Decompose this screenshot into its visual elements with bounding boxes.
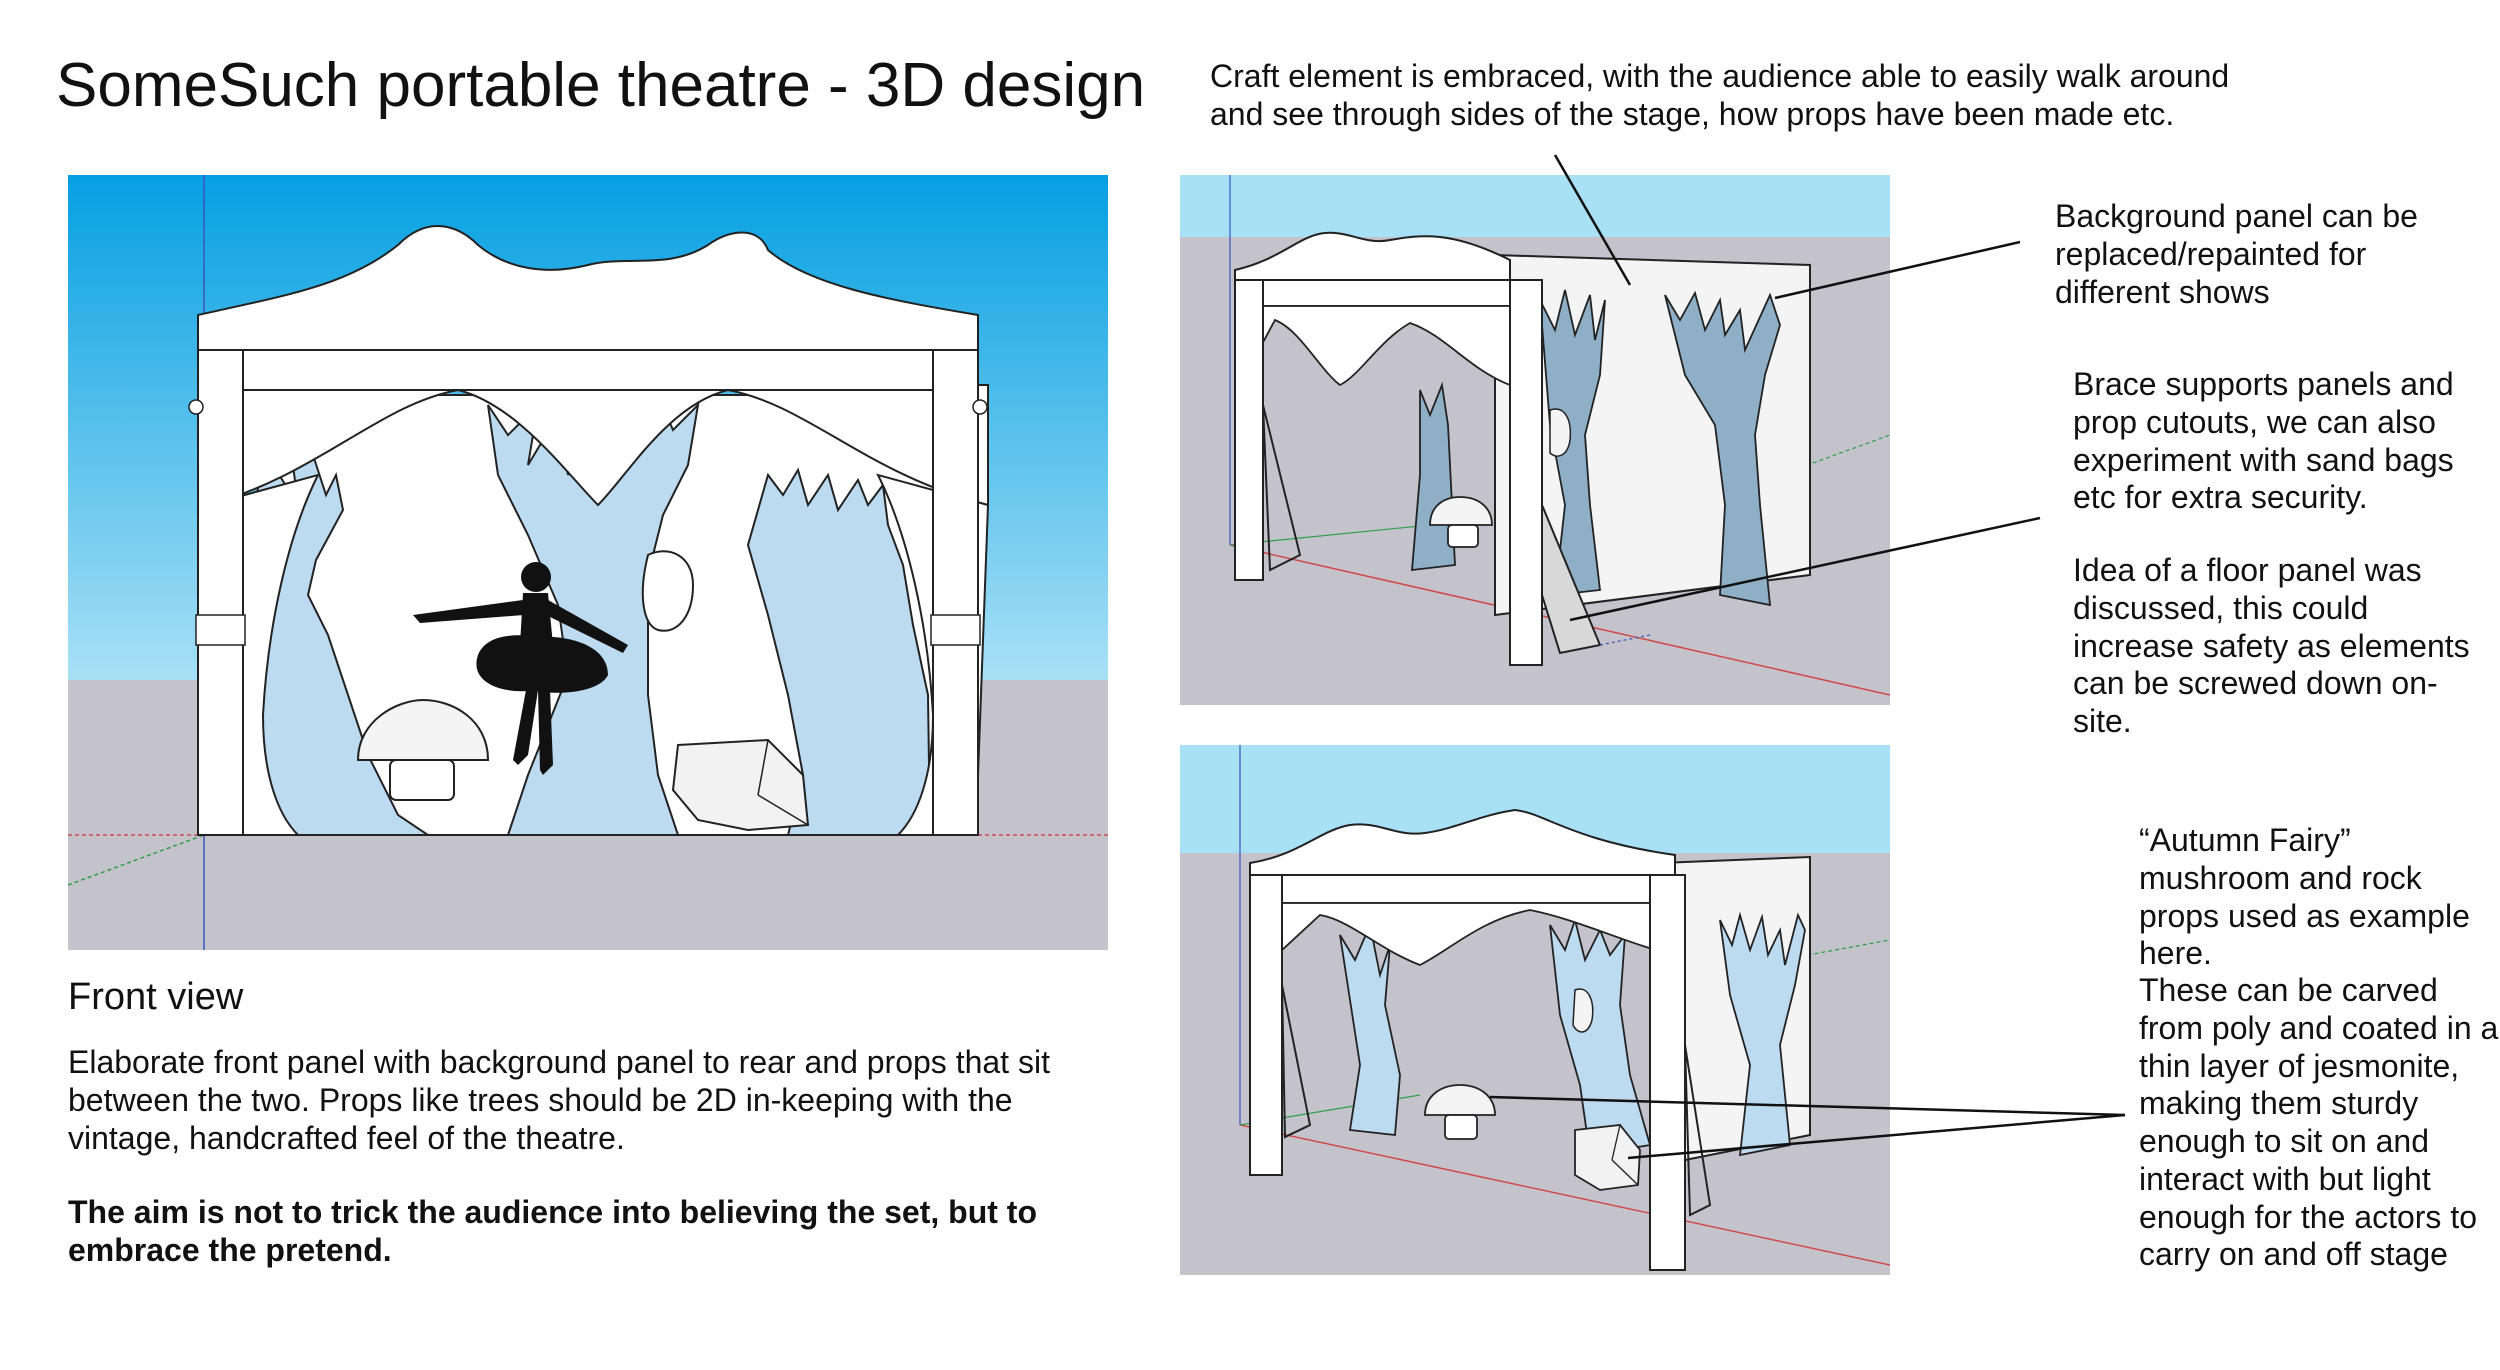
note-floor-panel: Idea of a floor panel was discussed, thi… <box>2073 552 2470 739</box>
mushroom-prop <box>356 698 490 761</box>
tree-right <box>746 467 932 836</box>
frame-top-beam <box>197 349 979 391</box>
frame-right-knob <box>972 399 988 415</box>
curtain <box>1239 305 1511 387</box>
brace-left <box>1262 404 1302 572</box>
frame-left-post <box>1249 874 1283 1176</box>
curtain <box>1254 902 1676 978</box>
side-view-render-bottom <box>1180 745 1890 1275</box>
frame-top-beam <box>1249 874 1676 904</box>
side-view-render-top <box>1180 175 1890 705</box>
curtain-valance <box>207 384 989 507</box>
frame-crest <box>197 225 979 351</box>
mushroom-prop <box>1429 496 1493 526</box>
axis-green <box>68 834 205 886</box>
brace-left <box>1281 984 1312 1139</box>
note-background-panel: Background panel can be replaced/repaint… <box>2055 198 2418 310</box>
mushroom-stem <box>389 759 455 801</box>
front-view-description: Elaborate front panel with background pa… <box>68 1044 1050 1156</box>
tree-hole <box>1549 408 1572 457</box>
frame-left-post <box>197 349 244 836</box>
page-title: SomeSuch portable theatre - 3D design <box>56 51 1146 120</box>
note-craft: Craft element is embraced, with the audi… <box>1210 58 2230 132</box>
tree-hole <box>641 550 695 632</box>
frame-crest <box>1249 808 1676 876</box>
note-carving: These can be carved from poly and coated… <box>2139 972 2499 1273</box>
frame-left-post <box>1234 279 1264 581</box>
frame-right-post <box>1509 279 1543 666</box>
tree-left <box>1339 921 1401 1136</box>
frame-crest <box>1234 231 1511 281</box>
front-view-render <box>68 175 1108 950</box>
rock-prop <box>671 738 810 832</box>
note-brace: Brace supports panels and prop cutouts, … <box>2073 366 2454 516</box>
frame-top-beam <box>1234 279 1511 307</box>
frame-right-post-ornament <box>930 614 981 646</box>
frame-right-post <box>1649 874 1686 1271</box>
frame-right-post <box>932 349 979 836</box>
frame-left-knob <box>188 399 204 415</box>
front-view-aim: The aim is not to trick the audience int… <box>68 1194 1037 1268</box>
tree-hole <box>1572 988 1594 1033</box>
frame-left-post-ornament <box>195 614 246 646</box>
note-autumn-fairy: “Autumn Fairy” mushroom and rock props u… <box>2139 822 2470 972</box>
sky <box>1180 175 1890 237</box>
front-view-label: Front view <box>68 976 244 1018</box>
dancer-silhouette <box>413 562 628 775</box>
